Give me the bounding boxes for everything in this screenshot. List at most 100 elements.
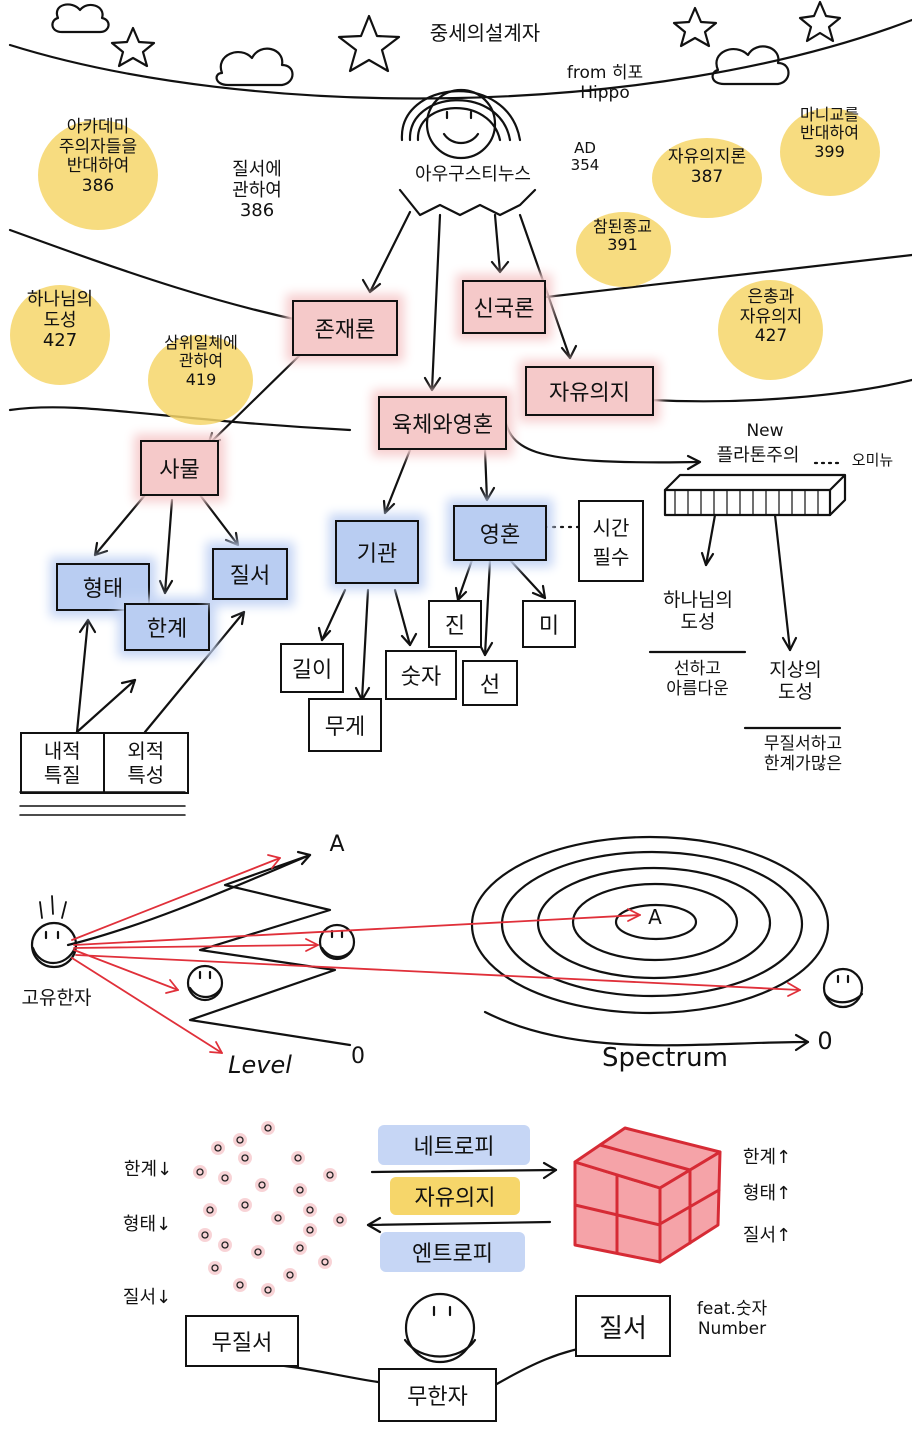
order-box: 질서 <box>575 1295 671 1357</box>
concept-truth: 진 <box>428 600 482 648</box>
work-freewill-387: 자유의지론 387 <box>667 147 747 187</box>
spectrum-end-label: 0 <box>817 1027 833 1055</box>
chaos-label: 무질서하고 한계가많은 <box>763 734 843 774</box>
disorder-dot-halo <box>193 1165 207 1179</box>
disorder-dot <box>296 1186 304 1194</box>
rainbow-arc-3 <box>416 107 502 142</box>
disorder-dot-halo <box>261 1121 275 1135</box>
free-will-pill: 자유의지 <box>390 1177 520 1215</box>
disorder-dot <box>236 1136 244 1144</box>
disorder-dot-halo <box>238 1151 252 1165</box>
cloud-icon-1 <box>215 47 294 87</box>
earthly-city-label: 지상의 도성 <box>769 659 822 703</box>
disorder-dot <box>258 1181 266 1189</box>
work-blob-freewill <box>652 138 762 218</box>
star-icon-3 <box>672 6 718 48</box>
disorder-dot-halo <box>333 1213 347 1227</box>
disorder-dot <box>206 1206 214 1214</box>
level-axis-label: Level <box>228 1051 292 1079</box>
disorder-dot <box>336 1216 344 1224</box>
star-icon-2 <box>337 14 401 73</box>
table-external: 외적 특성 <box>127 739 165 787</box>
entropy-pill: 엔트로피 <box>380 1232 525 1272</box>
concept-beauty: 미 <box>522 600 576 648</box>
augustine-smile <box>442 110 480 145</box>
disorder-dot-halo <box>198 1228 212 1242</box>
band-curve-3 <box>518 253 912 302</box>
disorder-dot-halo <box>211 1141 225 1155</box>
disorder-dot-halo <box>251 1245 265 1259</box>
concept-theodicy: 신국론 <box>462 280 546 334</box>
concept-length: 길이 <box>280 643 344 693</box>
disorder-dot <box>296 1244 304 1252</box>
work-grace-freewill: 은총과 자유의지 427 <box>739 287 803 347</box>
concept-weight: 무게 <box>308 698 382 752</box>
disorder-dot-halo <box>218 1238 232 1252</box>
star-icon-4 <box>798 0 842 43</box>
work-trinity: 삼위일체에 관하여 419 <box>164 333 238 389</box>
quality-table: 내적 특질 외적 특성 <box>20 732 189 794</box>
augustine-label: 아우구스티누스 <box>415 164 531 185</box>
disorder-dot <box>274 1214 282 1222</box>
concept-good: 선 <box>462 660 518 706</box>
right-order-label: 질서↑ <box>742 1225 792 1246</box>
disorder-dot <box>241 1201 249 1209</box>
feat-number-label: feat.숫자 Number <box>696 1299 768 1339</box>
disorder-dot <box>196 1168 204 1176</box>
level-bottom-label: 0 <box>351 1044 365 1069</box>
source-label: from 히포 Hippo <box>566 63 644 103</box>
band-curve-4 <box>8 406 352 432</box>
cloud-icon-3 <box>711 45 790 86</box>
rainbow-arc-2 <box>408 99 512 142</box>
infinite-box: 무한자 <box>378 1368 497 1422</box>
spectrum-ring-2 <box>500 850 804 998</box>
augustine-face-icon <box>425 88 497 160</box>
disorder-dot-halo <box>255 1178 269 1192</box>
disorder-dot-halo <box>283 1268 297 1282</box>
concept-existence: 존재론 <box>292 300 398 356</box>
concept-order: 질서 <box>212 548 288 600</box>
city-of-god-label: 하나님의 도성 <box>663 589 733 633</box>
table-internal: 내적 특질 <box>22 734 105 792</box>
spectrum-ring-4 <box>571 882 739 962</box>
disorder-dot <box>214 1144 222 1152</box>
work-city-of-god: 하나님의 도성 427 <box>26 289 94 352</box>
right-form-label: 형태↑ <box>742 1183 792 1204</box>
person-label: 고유한자 <box>21 987 92 1009</box>
disorder-dot-halo <box>291 1151 305 1165</box>
neoplatonism: 플라톤주의 <box>716 445 800 466</box>
spectrum-ring-3 <box>536 866 772 980</box>
work-order: 질서에 관하여 386 <box>232 159 282 222</box>
disorder-dot <box>294 1154 302 1162</box>
work-true-religion: 참된종교 391 <box>593 217 652 255</box>
disorder-dot-halo <box>203 1203 217 1217</box>
concept-free-will: 자유의지 <box>525 366 654 416</box>
disorder-dots <box>193 1121 347 1297</box>
disorder-dot-halo <box>238 1198 252 1212</box>
ad-year: AD 354 <box>570 139 600 175</box>
spectrum-ring-1 <box>470 835 830 1015</box>
spectrum-axis-label: Spectrum <box>602 1043 728 1073</box>
concept-limit: 한계 <box>124 603 210 651</box>
work-blob-trinity <box>148 335 253 425</box>
star-icon-1 <box>110 26 156 68</box>
disorder-dot-halo <box>261 1283 275 1297</box>
disorder-dot <box>306 1206 314 1214</box>
disorder-dot <box>306 1226 314 1234</box>
disorder-dot-halo <box>293 1183 307 1197</box>
disorder-dot <box>221 1241 229 1249</box>
disorder-dot <box>211 1264 219 1272</box>
disorder-dot-halo <box>303 1203 317 1217</box>
concept-soul: 영혼 <box>453 505 547 561</box>
work-academics: 아카데미 주의자들을 반대하여 386 <box>58 117 138 196</box>
concept-time-needed: 시간 필수 <box>578 500 644 582</box>
work-blob-grace <box>718 280 823 380</box>
spectrum-ring-5 <box>614 903 698 941</box>
work-manichean: 마니교를 반대하여 399 <box>800 105 859 161</box>
concept-things: 사물 <box>140 440 219 496</box>
concept-form: 형태 <box>56 563 150 611</box>
concept-body-soul: 육체와영혼 <box>378 396 507 450</box>
disorder-box: 무질서 <box>185 1315 299 1367</box>
right-limit-label: 한계↑ <box>742 1147 792 1168</box>
spectrum-center-label: A <box>648 905 662 929</box>
